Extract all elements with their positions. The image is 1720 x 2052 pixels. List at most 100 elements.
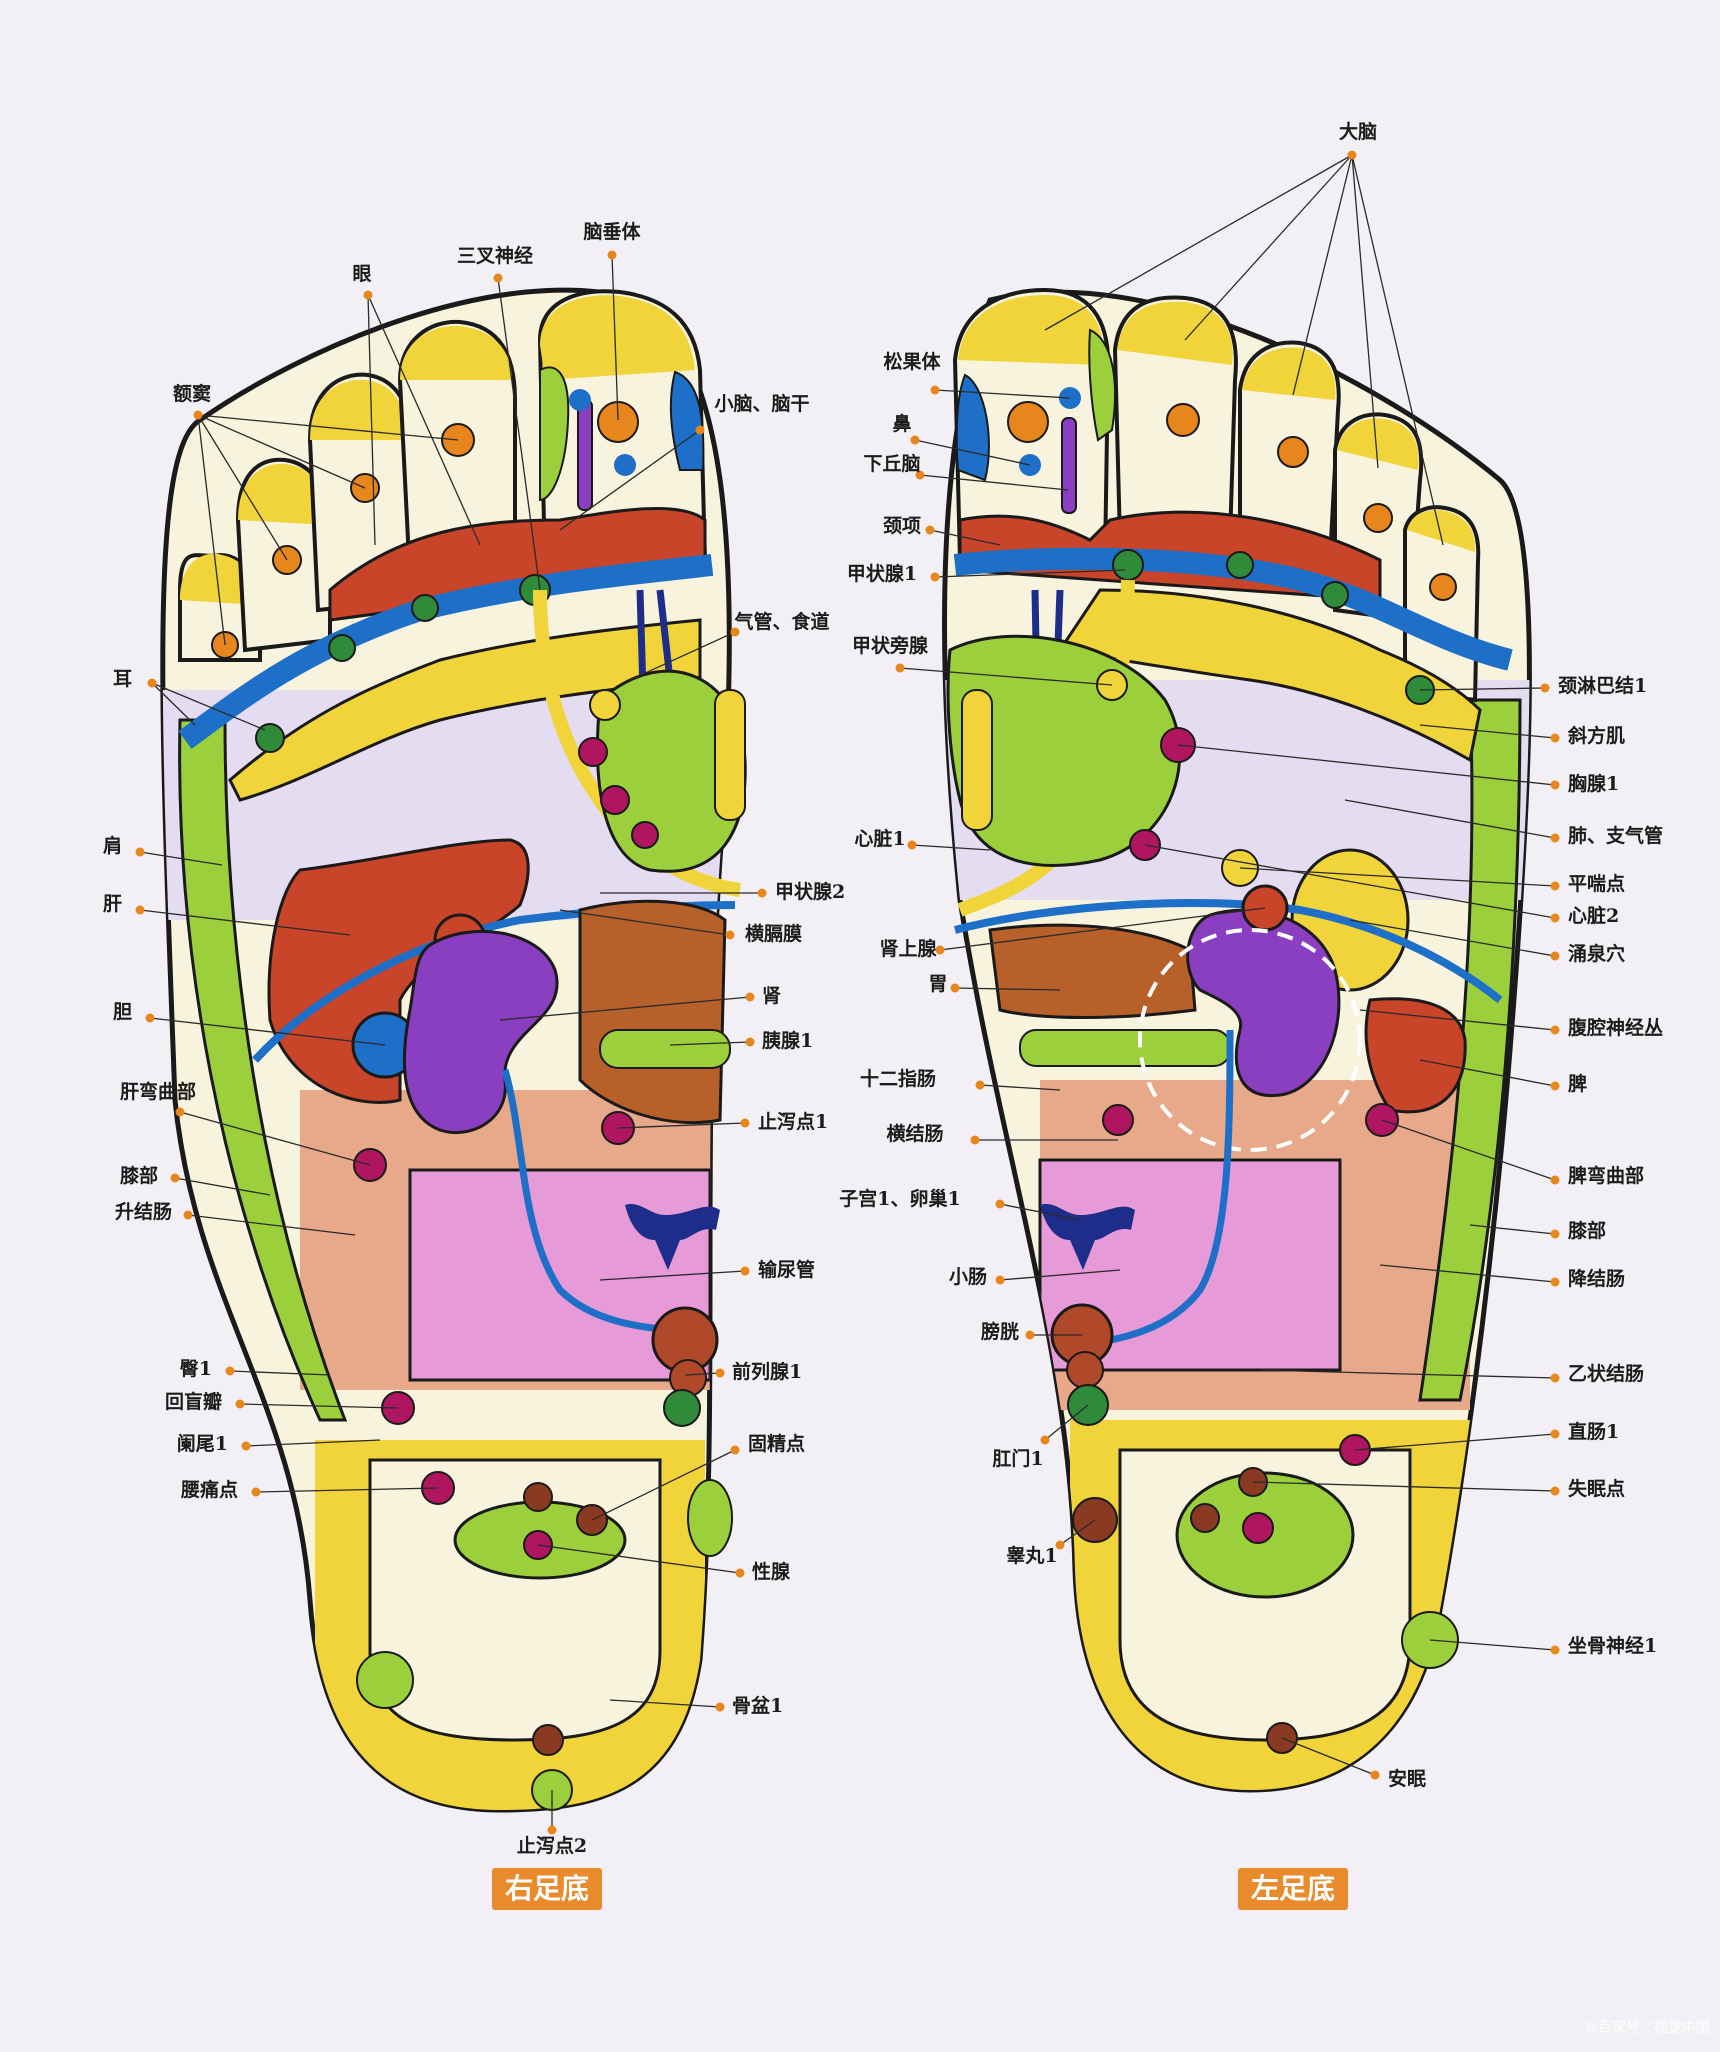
- label-l-linba: 颈淋巴结1: [1558, 674, 1647, 697]
- leader-dot-r-xiaonao: [695, 425, 705, 435]
- leader-dot-r-er: [147, 678, 157, 688]
- leader-line-l-fuqiang: [1359, 1009, 1556, 1031]
- label-r-shuniaoguan: 输尿管: [758, 1258, 815, 1281]
- leader-line-r-xiaonao: [559, 429, 701, 531]
- label-l-danao: 大脑: [1339, 120, 1377, 143]
- leader-line-r-shen: [499, 996, 751, 1021]
- label-l-anmian: 安眠: [1388, 1767, 1426, 1790]
- leader-line-r-lanwei: [245, 1439, 381, 1447]
- leader-line-l-danao: [1184, 154, 1353, 341]
- leader-dot-l-zhichang: [1550, 1429, 1560, 1439]
- left-transverse-point: [1102, 1104, 1134, 1136]
- leader-dot-r-gujing: [730, 1445, 740, 1455]
- left-celiac-dashed: [1138, 928, 1362, 1152]
- leader-line-r-qianliexian: [684, 1372, 721, 1376]
- label-l-pingchuan: 平喘点: [1568, 872, 1625, 895]
- leader-dot-l-bi: [910, 435, 920, 445]
- leader-dot-r-naochuiti: [607, 250, 617, 260]
- leader-dot-l-xiaqiunao: [915, 470, 925, 480]
- label-r-zhixie2: 止泻点2: [517, 1835, 587, 1857]
- left-toe-5-tip: [1407, 510, 1476, 552]
- right-heel-inner: [368, 1458, 662, 1742]
- label-r-edou: 额窦: [173, 382, 211, 405]
- label-l-bi: 鼻: [892, 412, 911, 435]
- leader-dot-l-piwan: [1550, 1175, 1560, 1185]
- label-r-ganwan: 肝弯曲部: [120, 1080, 196, 1103]
- leader-line-l-wei: [954, 987, 1061, 991]
- label-r-xibu: 膝部: [120, 1164, 158, 1187]
- leader-dot-l-yongquan: [1550, 951, 1560, 961]
- left-stomach-brown: [988, 923, 1197, 1019]
- leader-dot-r-tun: [225, 1366, 235, 1376]
- label-r-jiazhuangxian2: 甲状腺2: [775, 880, 845, 903]
- leader-line-r-e: [367, 294, 481, 546]
- leader-dot-l-gaowan: [1055, 1540, 1065, 1550]
- leader-dot-l-xiefang: [1550, 733, 1560, 743]
- label-l-pangguang: 膀胱: [980, 1320, 1019, 1343]
- leader-line-r-tun: [229, 1370, 331, 1376]
- left-duodenum-green: [1019, 1029, 1231, 1067]
- leader-line-r-gujing: [591, 1449, 736, 1521]
- right-lung-point-4: [631, 821, 659, 849]
- leader-line-l-danao: [1351, 154, 1444, 546]
- leader-line-r-huimang: [239, 1403, 399, 1409]
- leader-line-l-jingxiang: [929, 529, 1001, 546]
- right-joint-3: [411, 594, 439, 622]
- left-kidney: [1186, 908, 1341, 1098]
- leader-dot-r-dan: [145, 1013, 155, 1023]
- label-r-huimang: 回盲瓣: [165, 1390, 222, 1413]
- right-pancreas: [599, 1029, 731, 1069]
- label-l-songguoti: 松果体: [883, 350, 941, 373]
- left-shoulder-yellow-band: [1057, 588, 1482, 763]
- label-l-jiazhuang1: 甲状腺1: [847, 562, 917, 585]
- label-l-jiapang: 甲状旁腺: [852, 634, 929, 657]
- right-brain-blue-2: [614, 454, 636, 476]
- left-lateral-green-band: [1418, 698, 1522, 1402]
- left-neck-blue-band: [953, 547, 1513, 671]
- right-lung-point-3: [600, 785, 630, 815]
- leader-dot-l-xinzang2: [1550, 913, 1560, 923]
- right-brain-blue-1: [569, 389, 591, 411]
- right-foot-caption-box: 右足底: [492, 1868, 602, 1910]
- leader-dot-r-ganwan: [175, 1107, 185, 1117]
- right-ureter: [501, 1069, 691, 1334]
- leader-dot-r-hengge: [725, 930, 735, 940]
- right-pituitary-point: [597, 401, 639, 443]
- leader-dot-l-hengjie: [970, 1135, 980, 1145]
- left-foot-caption-box: 左足底: [1238, 1868, 1348, 1910]
- right-pituitary-bar: [577, 399, 593, 511]
- label-r-er: 耳: [113, 668, 132, 690]
- leader-line-l-gangmen: [1044, 1404, 1089, 1441]
- leader-dot-l-songguoti: [930, 385, 940, 395]
- leader-dot-l-anmian: [1370, 1770, 1380, 1780]
- leader-line-r-qiguan: [629, 631, 736, 681]
- leader-dot-l-shenshangxian: [935, 945, 945, 955]
- leader-line-r-naochuiti: [611, 254, 619, 421]
- leader-line-l-jiazhuang1: [934, 569, 1126, 578]
- label-l-wei: 胃: [928, 973, 947, 995]
- right-big-toe-tip: [540, 295, 695, 380]
- left-ureter: [1079, 1029, 1234, 1349]
- leader-line-l-xibu: [1469, 1224, 1556, 1235]
- leader-dot-r-jian: [135, 847, 145, 857]
- leader-dot-l-xiongxian: [1550, 780, 1560, 790]
- leader-line-r-zhixie1: [617, 1122, 746, 1129]
- leader-dot-l-jiazhuang1: [930, 572, 940, 582]
- leader-line-l-zuogu: [1429, 1639, 1556, 1651]
- left-toe-2-tip: [1117, 301, 1233, 365]
- label-r-dan: 胆: [113, 1001, 132, 1023]
- label-l-jingxiang: 颈项: [883, 515, 921, 537]
- leader-line-r-yaotong: [255, 1487, 439, 1493]
- left-toe-2-point: [1166, 403, 1200, 437]
- leader-dot-l-danao: [1347, 150, 1357, 160]
- leader-dot-r-lanwei: [241, 1441, 251, 1451]
- leader-line-l-danao: [1292, 154, 1353, 396]
- leader-dot-l-xibu: [1550, 1229, 1560, 1239]
- label-l-shimian: 失眠点: [1568, 1477, 1625, 1500]
- label-r-qiguan: 气管、食道: [733, 610, 829, 633]
- left-toe-3-point: [1277, 436, 1309, 468]
- left-uterus-icon: [1040, 1203, 1135, 1270]
- leader-line-l-piwan: [1381, 1119, 1556, 1181]
